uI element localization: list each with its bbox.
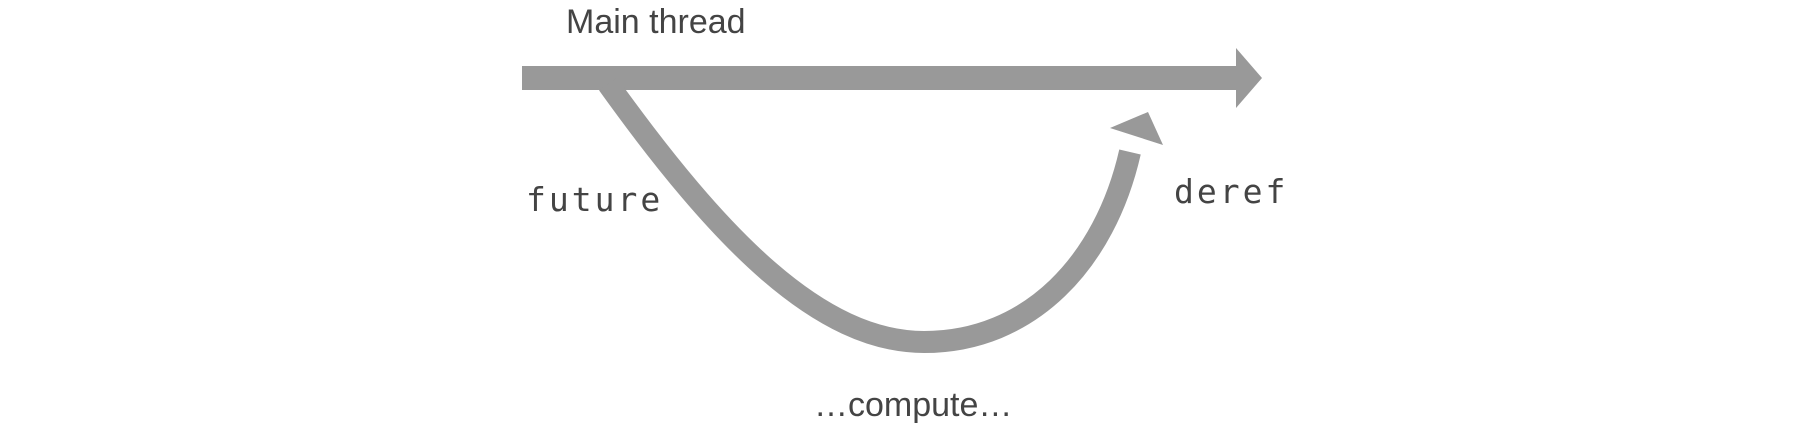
- future-branch-arrowhead: [1110, 112, 1163, 145]
- deref-label: deref: [1174, 172, 1289, 211]
- future-branch-arrow-curve: [599, 77, 1141, 354]
- main-thread-label: Main thread: [566, 3, 746, 41]
- main-thread-arrow-shaft: [522, 66, 1242, 90]
- compute-label: …compute…: [814, 386, 1013, 424]
- main-thread-arrowhead: [1236, 48, 1262, 108]
- future-label: future: [526, 180, 664, 219]
